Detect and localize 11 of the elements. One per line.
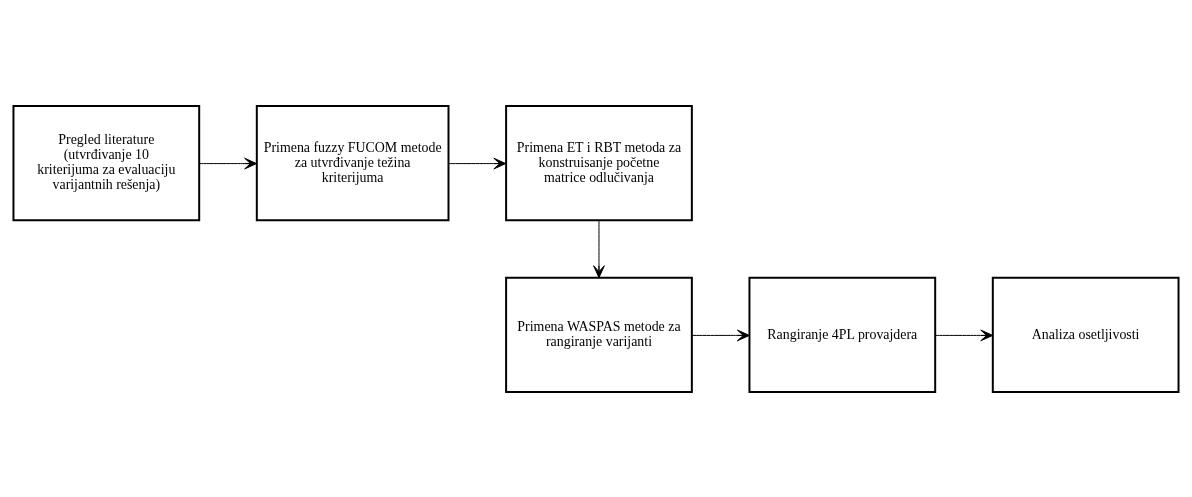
node-box: Primena fuzzy FUCOM metode za utvrđivanje težina kriterijuma [255, 104, 450, 221]
arrow [448, 157, 507, 169]
node-box: Rangiranje 4PL provajdera [748, 276, 937, 393]
arrow [593, 219, 605, 278]
node-box: Pregled literature (utvrđivanje 10 kriterijuma za evaluaciju varijantnih rešenja) [12, 104, 201, 221]
arrow [934, 329, 994, 341]
node-box: Analiza osetljivosti [991, 276, 1180, 393]
arrow [198, 157, 258, 169]
node-box: Primena ET i RBT metoda za konstruisanje početne matrice odlučivanja [505, 104, 693, 221]
arrow [691, 329, 750, 341]
node-box: Primena WASPAS metode za rangiranje varijanti [505, 276, 693, 393]
